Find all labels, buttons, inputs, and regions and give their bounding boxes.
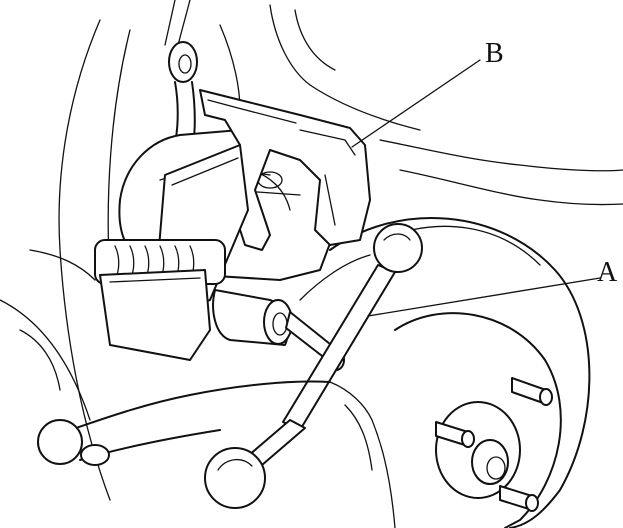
brake-disc bbox=[299, 217, 591, 528]
callout-b-leader bbox=[351, 59, 481, 148]
part-a-handle bbox=[204, 223, 423, 509]
callout-a: A bbox=[367, 257, 618, 317]
wheel-stud bbox=[511, 377, 553, 406]
callout-a-label: A bbox=[597, 257, 618, 288]
callout-b-label: B bbox=[485, 38, 504, 69]
callout-a-leader bbox=[367, 277, 601, 317]
callout-b: B bbox=[351, 38, 504, 148]
wheel-hub bbox=[435, 401, 521, 499]
lower-arm bbox=[37, 380, 396, 528]
wheel-stud bbox=[499, 485, 539, 512]
wheel-studs bbox=[435, 377, 553, 512]
wheel-stud bbox=[435, 421, 475, 448]
